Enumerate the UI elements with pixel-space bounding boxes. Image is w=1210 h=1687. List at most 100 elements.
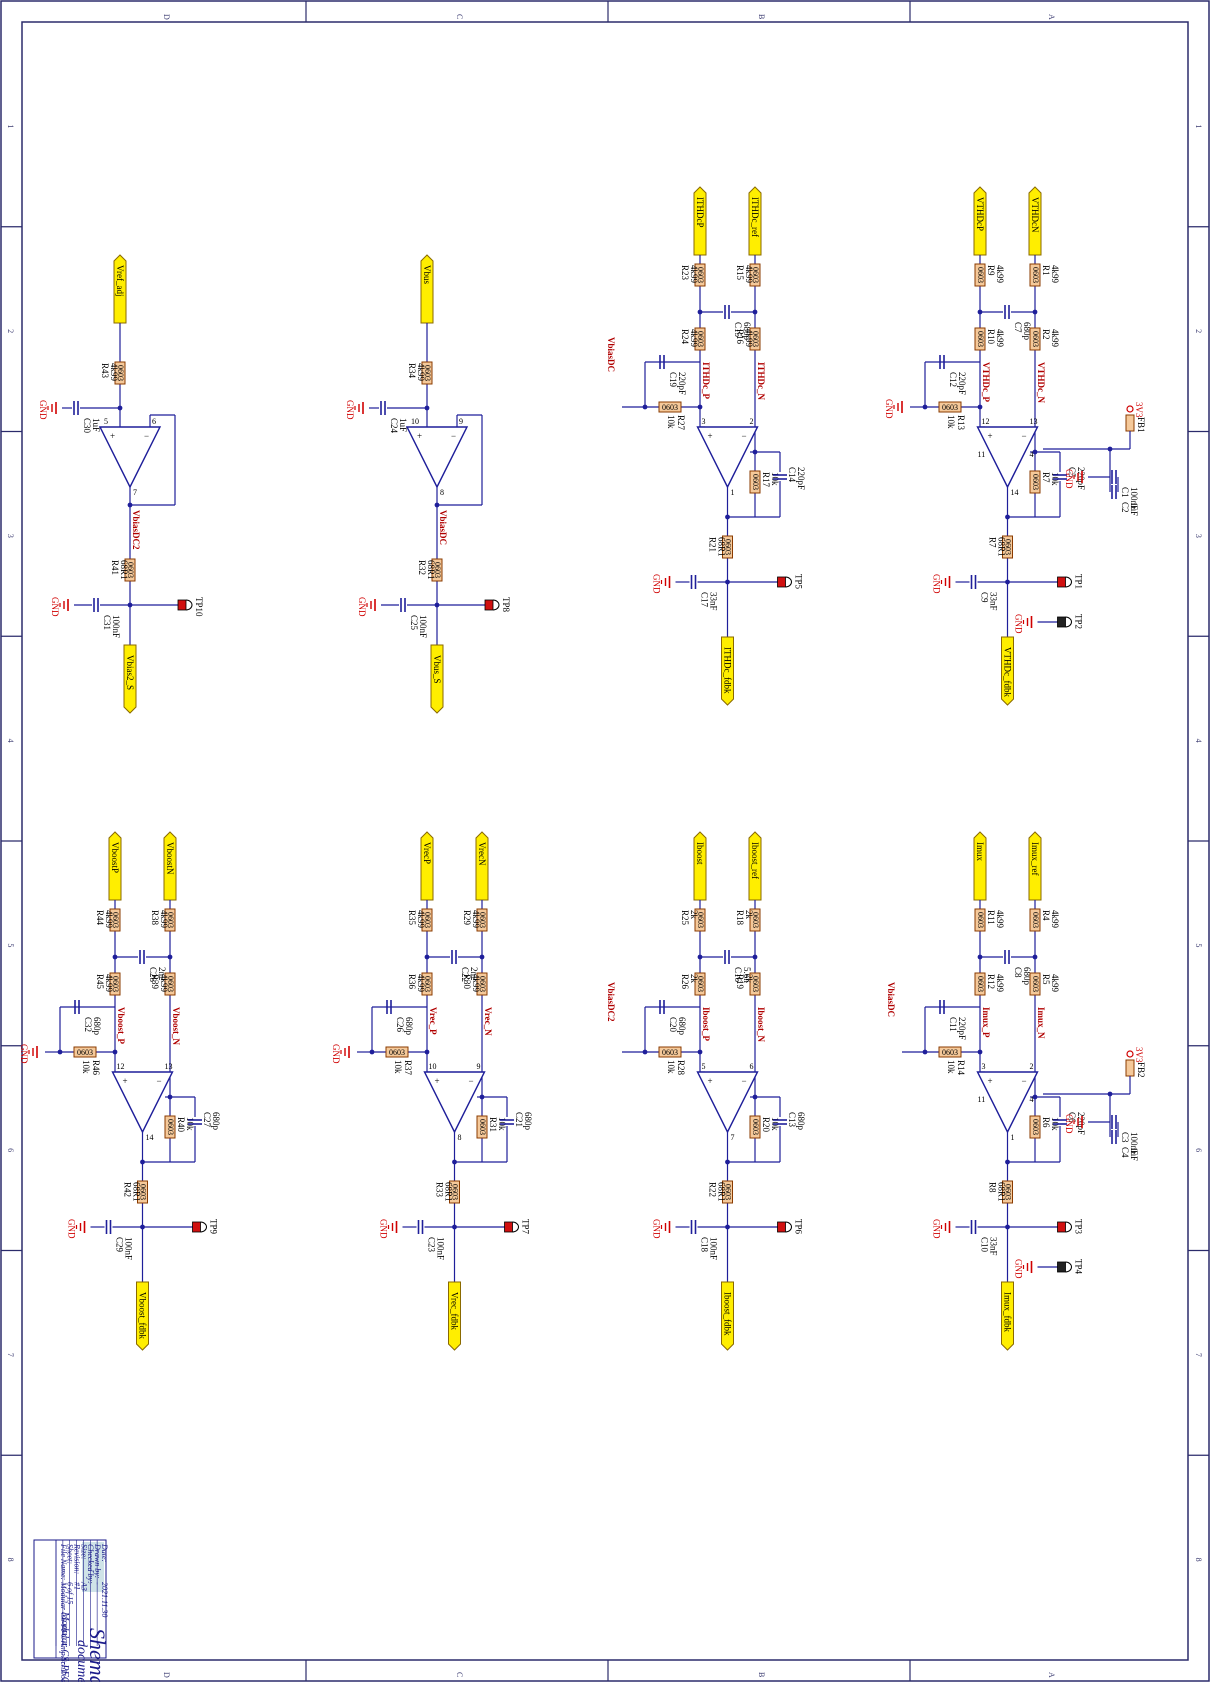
- test-point: TP8: [484, 597, 511, 613]
- junction-dot: [725, 514, 730, 520]
- junction-dot: [140, 1159, 145, 1165]
- port-shape: [420, 254, 434, 324]
- ground-label: GND: [67, 1219, 77, 1239]
- opamp-pin: 8: [440, 488, 444, 497]
- opamp-pin: 7: [133, 488, 137, 497]
- resistor-package: 0603: [423, 976, 432, 992]
- opamp-minus-sign: −: [1022, 1076, 1027, 1086]
- port-shape: [475, 831, 489, 901]
- resistor-package: 0603: [423, 912, 432, 928]
- resistor-package: 0603: [696, 267, 705, 283]
- resistor-body: [476, 1115, 488, 1139]
- junction-dot: [452, 1159, 457, 1165]
- resistor-package: 0603: [662, 403, 678, 412]
- port-label: Iboost: [695, 842, 705, 865]
- capacitor-ref: C32: [83, 1017, 93, 1032]
- capacitor-value: 1uF: [91, 418, 101, 432]
- resistor-package: 0603: [696, 912, 705, 928]
- port-label: Imux: [975, 842, 985, 861]
- opamp-plus-sign: +: [110, 431, 115, 441]
- junction-dot: [1005, 1159, 1010, 1165]
- junction-dot: [1005, 514, 1010, 520]
- zone-number-left: 2: [6, 329, 15, 333]
- port-shape: [108, 831, 122, 901]
- zone-letter-bottom: A: [1047, 1672, 1056, 1678]
- resistor-body: [385, 1046, 409, 1058]
- opamp-triangle: [423, 1071, 486, 1134]
- resistor-body: [1029, 470, 1041, 494]
- resistor-ref: R5: [1041, 974, 1051, 985]
- port-label: Imux_ref: [1030, 842, 1040, 876]
- port-shape: [113, 254, 127, 324]
- resistor-value: 2k: [744, 910, 754, 920]
- ground-label: GND: [652, 1219, 662, 1239]
- testpoint-body: [177, 599, 187, 611]
- capacitor-value: 100nF: [124, 1237, 134, 1260]
- opamp-pin: 4: [1030, 450, 1034, 459]
- net-port: Vboost_fdbk: [136, 1281, 149, 1351]
- resistor-body: [722, 1180, 733, 1204]
- opamp-pin: 9: [477, 1062, 481, 1071]
- port-label: Iboost_ref: [750, 842, 760, 879]
- resistor-ref: R44: [95, 910, 105, 926]
- ground-label: GND: [38, 400, 48, 420]
- testpoint-label: TP4: [1074, 1259, 1084, 1275]
- net-port: VTHDcP: [973, 186, 987, 256]
- resistor-ref: R9: [986, 265, 996, 276]
- resistor-package: 0603: [724, 1184, 733, 1200]
- resistor-package: 0603: [976, 267, 985, 283]
- junction-dot: [434, 502, 440, 508]
- port-label: Vbus_S: [432, 655, 442, 684]
- ground-symbol: GND: [331, 1044, 350, 1064]
- resistor-body: [1002, 1180, 1013, 1204]
- resistor-value: 10k: [946, 415, 956, 429]
- bias-net-label: VbiasDC2: [606, 982, 616, 1022]
- resistor-ref: R7: [1041, 472, 1051, 483]
- port-label: ITHDc_ref: [750, 197, 760, 237]
- net-port: VTHDcN: [1028, 186, 1042, 256]
- capacitor-ref: C28: [148, 967, 158, 983]
- resistor-ref: R38: [150, 910, 160, 926]
- supply-label: 3V3: [1134, 402, 1144, 418]
- capacitor-ref: C21: [514, 1112, 524, 1127]
- testpoint-loop: [1065, 1261, 1072, 1273]
- titleblock-subtitle: document: [74, 1640, 89, 1682]
- opamp-minus-sign: −: [742, 431, 747, 441]
- resistor-package: 0603: [751, 976, 760, 992]
- resistor-ref: R23: [680, 265, 690, 281]
- resistor-value: 4k99: [995, 974, 1005, 993]
- resistor-body: [749, 470, 761, 494]
- capacitor-value: 100nF: [436, 1237, 446, 1260]
- resistor-ref: R34: [407, 363, 417, 379]
- resistor-value: 68R1: [717, 537, 727, 557]
- buffer-net-label: VbiasDC2: [131, 510, 141, 550]
- zone-letter-top: D: [162, 14, 171, 20]
- resistor-ref: R42: [123, 1182, 133, 1197]
- zone-letter-top: C: [455, 14, 464, 19]
- resistor-package: 0603: [423, 365, 432, 381]
- net-label-p: VTHDc_P: [981, 362, 991, 402]
- resistor-value: 4k99: [104, 910, 114, 929]
- resistor-package: 0603: [751, 267, 760, 283]
- opamp-triangle: [976, 426, 1039, 489]
- resistor-package: 0603: [942, 403, 958, 412]
- capacitor-value: 33nF: [709, 592, 719, 611]
- resistor-body: [749, 263, 761, 287]
- testpoint-loop: [785, 1221, 792, 1233]
- resistor-package: 0603: [166, 912, 175, 928]
- capacitor-value: 680p: [796, 1112, 806, 1131]
